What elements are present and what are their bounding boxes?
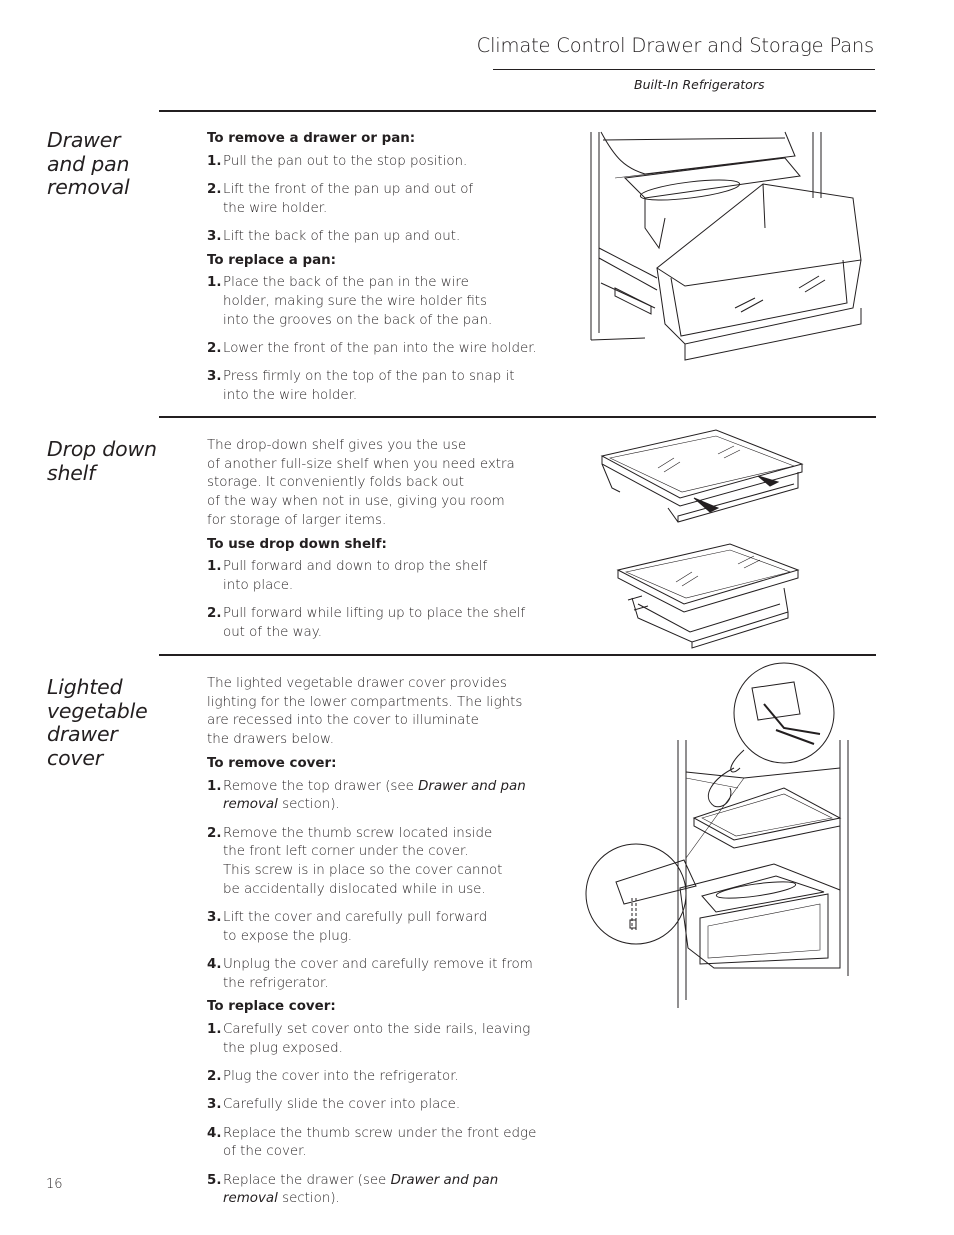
title-rule [493,69,875,70]
section-divider [159,110,876,112]
drawer-removal-illustration [585,128,865,368]
list-item: 3.Lift the cover and carefully pull forw… [207,909,488,944]
list-item: 3.Press firmly on the top of the pan to … [207,369,515,404]
list-item: 1.Pull the pan out to the stop position. [207,153,468,169]
list-item: 3.Carefully slide the cover into place. [207,1097,461,1113]
section-heading-drop-down-shelf: Drop down shelf [47,437,157,485]
section-divider [159,654,876,656]
page-title: Climate Control Drawer and Storage Pans [476,34,875,57]
section-body-lighted-cover: The lighted vegetable drawer cover provi… [207,675,547,1219]
list-item: 1.Pull forward and down to drop the shel… [207,559,488,593]
lighted-cover-illustration [584,668,854,1013]
section-body-drop-down-shelf: The drop-down shelf gives you the use of… [207,437,547,652]
subheading: To remove a drawer or pan: [207,131,416,146]
step-list: 1.Carefully set cover onto the side rail… [207,1021,547,1209]
section-body-drawer-removal: To remove a drawer or pan: 1.Pull the pa… [207,130,547,415]
list-item: 4.Unplug the cover and carefully remove … [207,956,533,991]
list-item: 5.Replace the drawer (see Drawer and pan… [207,1172,499,1207]
list-item: 1.Remove the top drawer (see Drawer and … [207,778,526,813]
drop-down-shelf-illustration [598,428,808,653]
page-number: 16 [46,1177,63,1192]
list-item: 4.Replace the thumb screw under the fron… [207,1125,537,1160]
intro-paragraph: The lighted vegetable drawer cover provi… [207,676,523,748]
subheading: To replace a pan: [207,252,337,268]
list-item: 2.Lower the front of the pan into the wi… [207,341,537,357]
list-item: 2.Lift the front of the pan up and out o… [207,182,474,216]
step-list: 1.Pull forward and down to drop the shel… [207,558,547,642]
list-item: 2.Plug the cover into the refrigerator. [207,1069,459,1085]
subheading: To replace cover: [207,999,336,1015]
section-divider [159,416,876,418]
page-subtitle: Built-In Refrigerators [634,77,765,92]
list-item: 3.Lift the back of the pan up and out. [207,229,461,244]
list-item: 1.Carefully set cover onto the side rail… [207,1022,531,1056]
step-list: 1.Pull the pan out to the stop position.… [207,153,547,247]
subheading: To remove cover: [207,755,337,771]
intro-paragraph: The drop-down shelf gives you the use of… [207,438,515,528]
list-item: 2.Pull forward while lifting up to place… [207,606,526,640]
subheading: To use drop down shelf: [207,536,387,552]
section-heading-lighted-cover: Lighted vegetable drawer cover [47,675,148,770]
step-list: 1.Remove the top drawer (see Drawer and … [207,778,547,994]
section-heading-drawer-removal: Drawer and pan removal [47,128,130,200]
